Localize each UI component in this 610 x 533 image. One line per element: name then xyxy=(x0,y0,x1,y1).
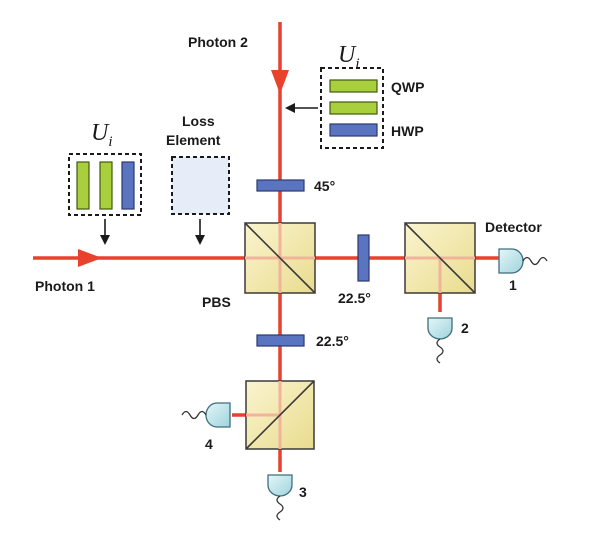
hwp-22-5-bottom-plate xyxy=(256,334,305,347)
pbs-central xyxy=(244,222,316,294)
hwp-plate-left xyxy=(121,161,135,210)
detector-1-icon xyxy=(498,248,524,274)
qwp-plate-2 xyxy=(329,101,378,115)
ui-top-group: Ui QWP HWP xyxy=(285,42,424,149)
pbs-central-diagonal xyxy=(244,222,316,294)
ui-left-arrow-head xyxy=(100,235,110,245)
pbs-right xyxy=(404,222,476,294)
loss-element-box xyxy=(171,156,230,215)
detector-4-wire xyxy=(181,410,207,420)
pbs-right-diagonal xyxy=(404,222,476,294)
hwp-22-5-right-plate xyxy=(357,234,370,282)
loss-label-line1: Loss xyxy=(182,113,215,129)
detector-2-number: 2 xyxy=(461,320,469,336)
detector-1-number: 1 xyxy=(509,277,517,293)
loss-arrow-head xyxy=(195,235,205,245)
pbs-bottom-diagonal xyxy=(245,380,315,450)
loss-label-line2: Element xyxy=(166,132,221,148)
hwp-45-plate xyxy=(256,179,305,192)
ui-left-dashed-box xyxy=(68,153,142,216)
detector-label: Detector xyxy=(485,219,542,235)
detector-1-wire xyxy=(522,256,548,266)
ui-left-group: Ui xyxy=(68,120,142,245)
ui-top-label: Ui xyxy=(338,42,360,72)
ui-top-dashed-box xyxy=(320,67,384,149)
qwp-label: QWP xyxy=(391,79,424,95)
ui-top-arrow-head xyxy=(285,103,295,113)
qwp-plate-left-2 xyxy=(99,161,113,210)
pbs-bottom xyxy=(245,380,315,450)
detector-2 xyxy=(427,317,453,364)
hwp-label: HWP xyxy=(391,123,424,139)
angle-22-5-right-label: 22.5° xyxy=(338,290,371,306)
detector-3-number: 3 xyxy=(299,484,307,500)
detector-4-icon xyxy=(205,402,231,428)
angle-45-label: 45° xyxy=(314,178,335,194)
detector-2-icon xyxy=(427,317,453,340)
detector-1 xyxy=(498,248,548,274)
qwp-plate-left-1 xyxy=(76,161,90,210)
photon2-label: Photon 2 xyxy=(188,34,248,50)
qwp-plate-1 xyxy=(329,79,378,93)
detector-3-icon xyxy=(267,474,293,497)
photon2-direction-arrow xyxy=(271,70,289,94)
detector-4 xyxy=(181,402,231,428)
photon1-direction-arrow xyxy=(78,249,102,267)
angle-22-5-bottom-label: 22.5° xyxy=(316,333,349,349)
loss-element-group: Loss Element xyxy=(166,113,230,245)
detector-3-wire xyxy=(276,495,284,521)
photon1-label: Photon 1 xyxy=(35,278,95,294)
ui-left-label: Ui xyxy=(91,120,113,150)
detector-2-wire xyxy=(436,338,444,364)
hwp-plate-top xyxy=(329,123,378,137)
pbs-label: PBS xyxy=(202,294,231,310)
detector-3 xyxy=(267,474,293,521)
detector-4-number: 4 xyxy=(205,436,213,452)
